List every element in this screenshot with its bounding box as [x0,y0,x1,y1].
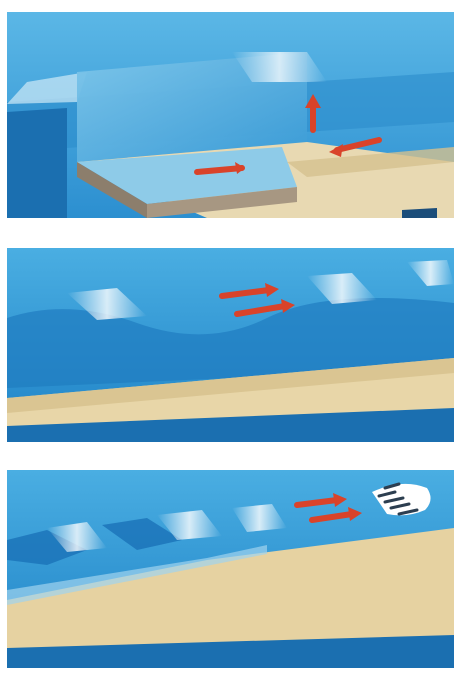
panel-3-illustration [7,470,454,668]
panel-1-illustration [7,12,454,218]
panel-wave-propagation [7,248,454,442]
arrow-right-seafloor [197,168,242,172]
deep-sea-side [7,108,67,218]
panel-wave-breaking-at-shore [7,470,454,668]
panel-2-illustration [7,248,454,442]
panel-tsunami-generation [7,12,454,218]
